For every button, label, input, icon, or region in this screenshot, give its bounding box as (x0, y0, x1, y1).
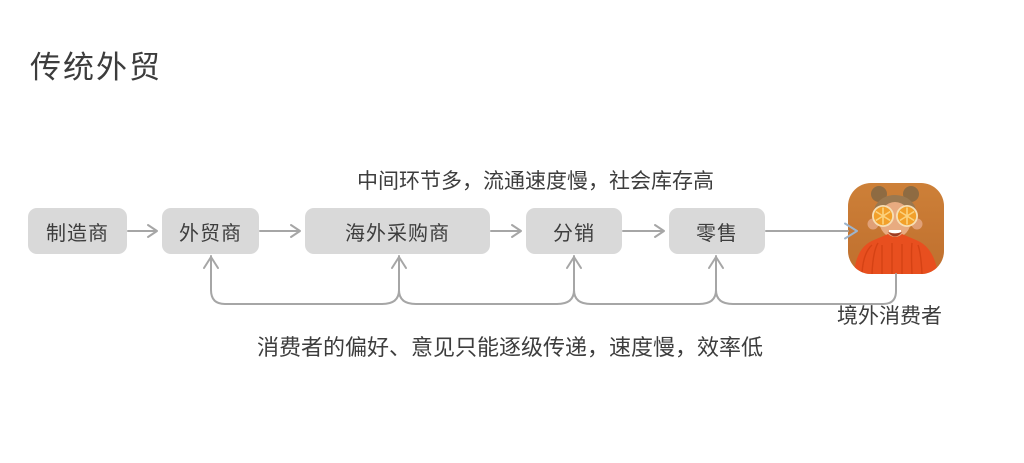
flow-node-label: 海外采购商 (345, 222, 450, 245)
forward-arrow (127, 224, 158, 238)
flow-node-label: 制造商 (46, 222, 109, 245)
flow-node-manufacturer: 制造商 (28, 208, 127, 254)
flow-node-label: 外贸商 (179, 222, 242, 245)
flow-node-label: 分销 (553, 222, 595, 245)
flow-node-retail: 零售 (669, 208, 765, 254)
annotation-forward-problems: 中间环节多，流通速度慢，社会库存高 (357, 170, 714, 193)
flow-node-overseas-buyer: 海外采购商 (305, 208, 490, 254)
arrowhead-up-icon (391, 256, 407, 269)
forward-arrow (622, 224, 665, 238)
flow-node-label: 零售 (696, 222, 738, 245)
feedback-arrow (203, 255, 897, 305)
consumer-label: 境外消费者 (837, 305, 942, 328)
forward-arrow-to-consumer (765, 222, 858, 240)
flow-node-distribution: 分销 (526, 208, 622, 254)
orange-slice-icon (896, 205, 918, 227)
arrowhead-up-icon (566, 256, 582, 269)
woman-with-oranges-illustration (848, 183, 944, 274)
page-title: 传统外贸 (30, 50, 162, 85)
arrowhead-up-icon (708, 256, 724, 269)
forward-arrow (490, 224, 522, 238)
consumer-photo (848, 183, 944, 274)
flow-node-foreign-trader: 外贸商 (162, 208, 259, 254)
arrowhead-up-icon (203, 256, 219, 269)
forward-arrow (259, 224, 301, 238)
annotation-feedback-problems: 消费者的偏好、意见只能逐级传递，速度慢，效率低 (257, 335, 764, 360)
orange-slice-icon (872, 205, 894, 227)
